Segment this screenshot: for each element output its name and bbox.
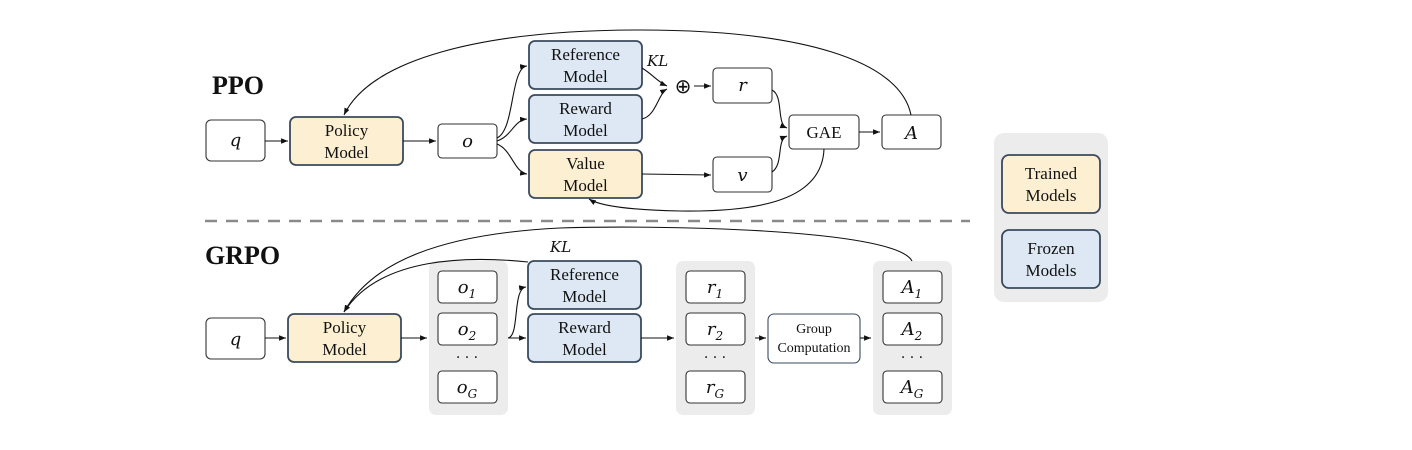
- ppo-gae-label: GAE: [807, 123, 842, 142]
- ppo-kl-label: KL: [646, 52, 668, 70]
- grpo-kl-label: KL: [549, 238, 571, 256]
- grpo-rG-label: rG: [706, 377, 725, 401]
- grpo-reference-model: [527, 260, 642, 310]
- grpo-reward-model-line2: Model: [562, 340, 607, 359]
- ppo-reference-model-line2: Model: [563, 67, 608, 86]
- ppo-q-label: q: [230, 130, 242, 151]
- ppo-o-label: o: [462, 131, 473, 152]
- grpo-o1-box: [437, 270, 498, 304]
- grpo-reward-model-line1: Reward: [558, 318, 611, 337]
- ppo-edges: [265, 29, 912, 212]
- grpo-r2-label: r2: [707, 319, 723, 343]
- grpo-group-computation-line2: Computation: [777, 341, 850, 356]
- ppo-value-model-line1: Value: [566, 154, 605, 173]
- legend-frozen-swatch: [1001, 229, 1101, 289]
- grpo-aG-label: AG: [899, 377, 924, 401]
- ppo-v-box: [712, 156, 773, 193]
- grpo-a1-label: A1: [900, 277, 923, 301]
- grpo-q-label: q: [230, 329, 242, 350]
- grpo-r1-box: [685, 270, 746, 304]
- grpo-oG-label: oG: [457, 377, 478, 401]
- grpo-rewards-dots: · · ·: [704, 350, 726, 366]
- grpo-a2-box: [882, 312, 943, 346]
- grpo-aG-box: [882, 370, 943, 404]
- legend-trained-line2: Models: [1026, 186, 1077, 205]
- grpo-reference-model-line2: Model: [562, 287, 607, 306]
- ppo-reference-model: [528, 40, 643, 90]
- legend-trained-swatch: [1001, 154, 1101, 214]
- ppo-reward-model-line1: Reward: [559, 99, 612, 118]
- grpo-o2-label: o2: [458, 319, 476, 343]
- ppo-oplus-icon: ⊕: [675, 74, 692, 98]
- grpo-title: GRPO: [205, 241, 280, 270]
- grpo-a2-label: A2: [900, 319, 923, 343]
- grpo-o2-box: [437, 312, 498, 346]
- grpo-policy-model-line2: Model: [322, 340, 367, 359]
- grpo-a1-box: [882, 270, 943, 304]
- grpo-advantages-dots: · · ·: [901, 350, 923, 366]
- grpo-policy-model-line1: Policy: [323, 318, 367, 337]
- grpo-outputs-dots: · · ·: [456, 350, 478, 366]
- grpo-edges: [265, 226, 913, 341]
- ppo-r-box: [712, 67, 773, 104]
- ppo-policy-model-line1: Policy: [325, 121, 369, 140]
- ppo-policy-model-line2: Model: [324, 143, 369, 162]
- grpo-rG-box: [685, 370, 746, 404]
- ppo-reward-model-line2: Model: [563, 121, 608, 140]
- grpo-reference-model-line1: Reference: [550, 265, 619, 284]
- legend-trained-line1: Trained: [1025, 164, 1078, 183]
- ppo-reference-model-line1: Reference: [551, 45, 620, 64]
- legend-frozen-line2: Models: [1026, 261, 1077, 280]
- legend-frozen-line1: Frozen: [1027, 239, 1075, 258]
- grpo-r2-box: [685, 312, 746, 346]
- grpo-o1-label: o1: [458, 277, 476, 301]
- grpo-oG-box: [437, 370, 498, 404]
- ppo-a-label: A: [903, 123, 918, 144]
- ppo-a-box: [881, 114, 942, 150]
- ppo-v-label: v: [737, 165, 747, 186]
- grpo-group-computation-line1: Group: [796, 322, 832, 337]
- ppo-title: PPO: [212, 71, 264, 100]
- ppo-value-model-line2: Model: [563, 176, 608, 195]
- grpo-r1-label: r1: [707, 277, 723, 301]
- ppo-r-label: r: [738, 75, 748, 96]
